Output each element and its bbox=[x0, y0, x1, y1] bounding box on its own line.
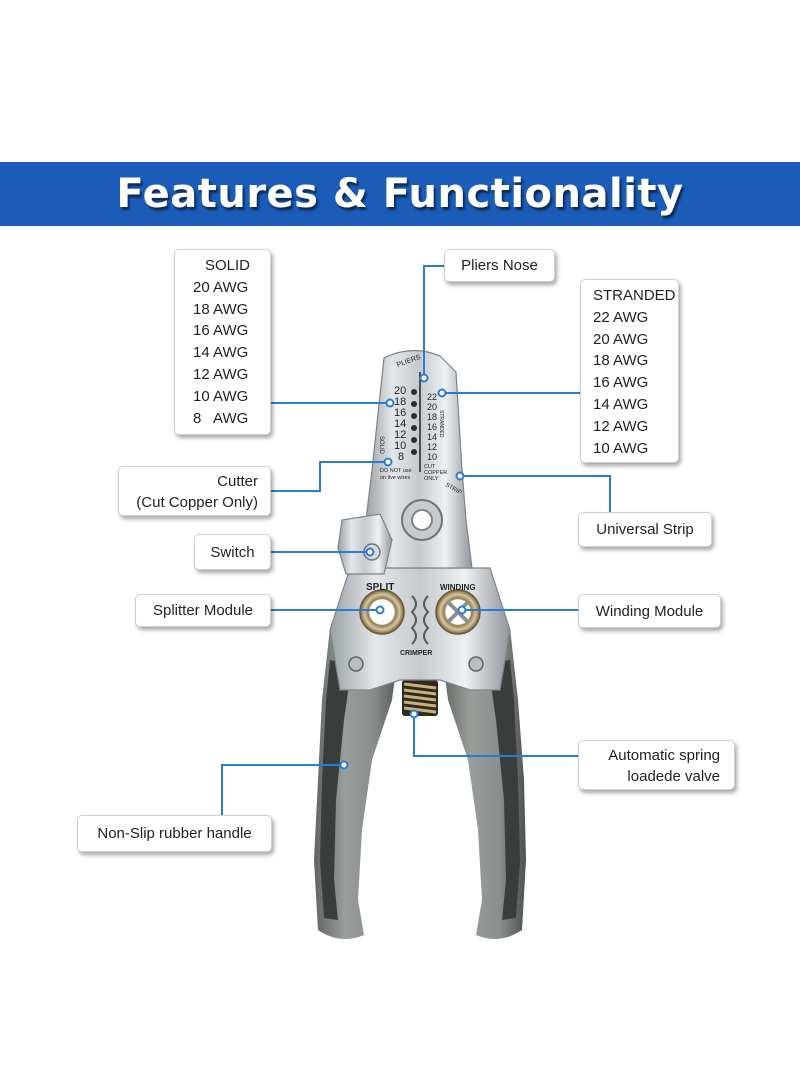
marking-stranded-12: 12 bbox=[427, 442, 437, 452]
marking-crimper: CRIMPER bbox=[400, 650, 432, 657]
right-handle bbox=[440, 628, 526, 939]
marking-stranded-side: STRANDED bbox=[438, 410, 444, 438]
spring bbox=[402, 680, 438, 716]
spring-callout: Automatic spring loadede valve bbox=[578, 740, 735, 790]
right-rivet bbox=[468, 656, 484, 672]
solid-size: 10 AWG bbox=[193, 387, 249, 405]
stranded-size: 12 AWG bbox=[593, 417, 649, 435]
callout-dots bbox=[339, 373, 467, 770]
stranded-size: 14 AWG bbox=[593, 395, 649, 413]
pivot-nut bbox=[401, 499, 443, 541]
solid-size: 8 AWG bbox=[193, 409, 249, 427]
tool-markings: PLIERS 20 18 16 14 12 10 8 SOLID 22 20 1… bbox=[366, 354, 476, 657]
marking-stranded-16: 16 bbox=[427, 422, 437, 432]
solid-size: 18 AWG bbox=[193, 300, 249, 318]
universal-strip-callout: Universal Strip bbox=[578, 512, 712, 547]
switch-knob bbox=[363, 543, 381, 561]
handle-callout: Non-Slip rubber handle bbox=[77, 815, 272, 852]
handle-label: Non-Slip rubber handle bbox=[97, 825, 252, 842]
switch-label: Switch bbox=[210, 543, 255, 561]
page-title: Features & Functionality bbox=[116, 171, 684, 217]
marking-solid-side: SOLID bbox=[378, 436, 384, 455]
cutter-label: Cutter bbox=[217, 473, 258, 490]
splitter-module-callout: Splitter Module bbox=[135, 594, 271, 627]
marking-solid-8: 8 bbox=[398, 451, 404, 463]
solid-size: 16 AWG bbox=[193, 322, 249, 340]
cutter-callout: Cutter (Cut Copper Only) bbox=[118, 466, 271, 516]
marking-winding: WINDING bbox=[440, 583, 476, 592]
stranded-size: 22 AWG bbox=[593, 308, 649, 326]
solid-size: 12 AWG bbox=[193, 365, 249, 383]
stranded-heading: STRANDED bbox=[593, 287, 676, 304]
pliers-nose-label: Pliers Nose bbox=[461, 257, 538, 274]
marking-solid-20: 20 bbox=[394, 385, 406, 397]
marking-solid-14: 14 bbox=[394, 418, 406, 430]
right-handle-grip bbox=[488, 660, 520, 920]
marking-stranded-14: 14 bbox=[427, 432, 437, 442]
stranded-size: 16 AWG bbox=[593, 374, 649, 392]
solid-heading: SOLID bbox=[205, 257, 251, 274]
stranded-size: 20 AWG bbox=[593, 330, 649, 348]
switch-lever-plate bbox=[337, 513, 393, 575]
upper-jaw-plate bbox=[365, 349, 473, 569]
switch-callout: Switch bbox=[194, 534, 271, 570]
splitter-module-label: Splitter Module bbox=[152, 602, 254, 619]
universal-strip-label: Universal Strip bbox=[596, 521, 694, 538]
marking-stranded-10: 10 bbox=[427, 452, 437, 462]
winding-module-label: Winding Module bbox=[595, 602, 704, 620]
rubber-handles bbox=[314, 628, 526, 939]
splitter-ring bbox=[359, 589, 405, 635]
marking-stranded-20: 20 bbox=[427, 402, 437, 412]
marking-solid-18: 18 bbox=[394, 396, 406, 408]
marking-strip: STRIP bbox=[444, 482, 462, 496]
solid-size: 20 AWG bbox=[193, 278, 249, 296]
marking-stranded-18: 18 bbox=[427, 412, 437, 422]
marking-split: SPLIT bbox=[366, 582, 394, 593]
marking-cut-3: ONLY bbox=[424, 476, 439, 482]
line-handle bbox=[221, 764, 344, 815]
spring-label-1: Automatic spring bbox=[608, 747, 720, 764]
callout-lines bbox=[221, 265, 611, 815]
title-banner: Features & Functionality bbox=[0, 162, 800, 226]
marking-pliers: PLIERS bbox=[396, 354, 422, 369]
steel-body bbox=[329, 349, 511, 691]
left-rivet bbox=[348, 656, 364, 672]
marking-warning-2: on live wires bbox=[380, 475, 411, 481]
marking-cut-1: CUT bbox=[424, 464, 436, 470]
cutter-note: (Cut Copper Only) bbox=[136, 494, 258, 511]
line-cutter bbox=[271, 461, 388, 492]
marking-warning-1: DO NOT use bbox=[380, 468, 412, 474]
marking-solid-16: 16 bbox=[394, 407, 406, 419]
stranded-size: 18 AWG bbox=[593, 352, 649, 370]
solid-size: 14 AWG bbox=[193, 344, 249, 362]
stranded-awg-callout: STRANDED 22 AWG 20 AWG 18 AWG 16 AWG 14 … bbox=[580, 279, 679, 463]
pliers-nose-callout: Pliers Nose bbox=[444, 249, 555, 282]
marking-cut-2: COPPER bbox=[424, 470, 447, 476]
stranded-size: 10 AWG bbox=[593, 439, 649, 457]
marking-stranded-22: 22 bbox=[427, 392, 437, 402]
solid-awg-callout: SOLID 20 AWG 18 AWG 16 AWG 14 AWG 12 AWG… bbox=[174, 249, 271, 435]
line-spring bbox=[413, 714, 578, 757]
spring-label-2: loadede valve bbox=[627, 768, 720, 785]
marking-solid-10: 10 bbox=[394, 440, 406, 452]
left-handle bbox=[314, 628, 400, 939]
lower-jaw-plate bbox=[329, 567, 511, 691]
line-pliers-nose bbox=[423, 265, 444, 378]
left-handle-grip bbox=[320, 660, 352, 920]
marking-solid-12: 12 bbox=[394, 429, 406, 441]
winding-module-callout: Winding Module bbox=[578, 594, 721, 628]
winding-ring bbox=[435, 589, 481, 635]
